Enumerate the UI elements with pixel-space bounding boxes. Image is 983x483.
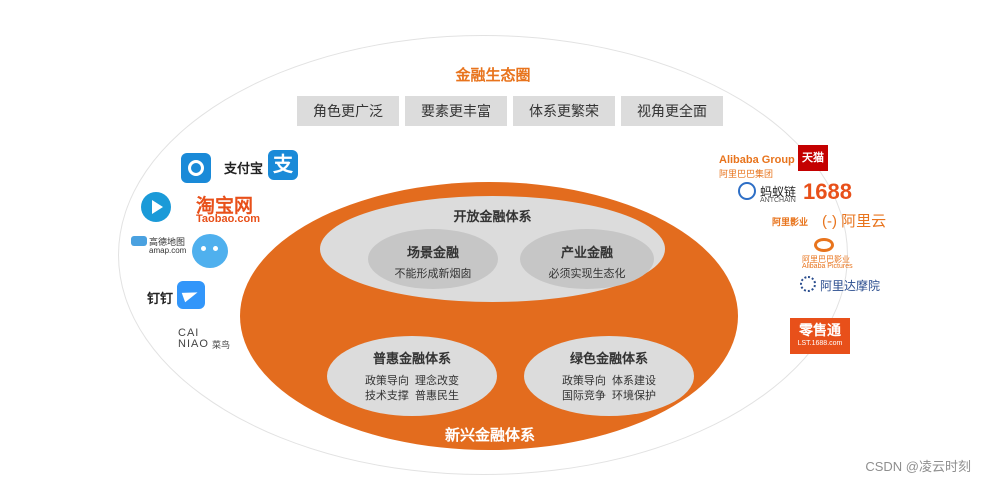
eleme-logo [181,153,211,183]
dingtalk-icon [177,281,205,309]
wing-icon [181,287,200,303]
emerging-finance-label: 新兴金融体系 [444,427,535,444]
mascot-eye-right [213,246,218,251]
alibaba-pictures-en: Alibaba Pictures [802,263,853,270]
green-finance-line2: 国际竞争 环境保护 [561,390,657,402]
watermark: CSDN @凌云时刻 [865,459,971,474]
cainiao-cn: 菜鸟 [212,340,231,350]
amap-icon [131,236,147,246]
taobao-logo-en: Taobao.com [196,213,260,225]
alibaba-pictures-icon [814,238,834,252]
tmall-logo: 天猫 [798,145,828,171]
diagram-title: 金融生态圈 [455,67,531,84]
industry-finance-ellipse [520,229,654,289]
qq-mascot-icon [192,234,228,268]
pill-elements: 要素更丰富 [405,96,507,126]
inclusive-finance-line2: 技术支撑 普惠民生 [364,390,460,402]
eleme-icon [188,160,204,176]
open-finance-title: 开放金融体系 [453,209,532,224]
lst-label: 零售通 [799,322,841,338]
antchain-label: 蚂蚁链 [760,185,797,199]
scene-finance-desc: 不能形成新烟囱 [394,268,472,280]
scene-finance-ellipse [368,229,498,289]
taobao-logo-cn: 淘宝网 [196,196,254,217]
damo-label: 阿里达摩院 [820,279,881,293]
dingtalk-label: 钉钉 [147,291,174,306]
alipay-icon: 支 [268,150,298,180]
alibaba-pictures-cn: 阿里巴巴影业 [802,255,850,264]
antchain-en: ANTCHAIN [760,197,796,204]
play-icon [152,200,163,214]
damo-icon [800,276,816,292]
green-finance-ellipse [524,336,694,416]
alipay-label: 支付宝 [224,161,264,176]
amap-label-cn: 高德地图 [149,237,186,247]
pill-system: 体系更繁荣 [513,96,615,126]
mascot-eye-left [201,246,206,251]
aliyun-logo: (-) 阿里云 [822,213,887,230]
pill-perspective: 视角更全面 [621,96,723,126]
cainiao-bottom: NIAO [178,338,209,350]
ali-pictures-tag: 阿里影业 [772,217,809,227]
industry-finance-desc: 必须实现生态化 [548,268,626,280]
cainiao-top: CAI [178,327,200,339]
logo-1688: 1688 [803,179,852,204]
inclusive-finance-title: 普惠金融体系 [372,351,451,366]
industry-finance-title: 产业金融 [560,245,613,260]
alibaba-group-cn: 阿里巴巴集团 [719,169,774,179]
antchain-icon [738,182,756,200]
amap-label-en: amap.com [149,246,187,255]
inclusive-finance-ellipse [327,336,497,416]
alibaba-group-en: Alibaba Group [719,154,795,166]
scene-finance-title: 场景金融 [406,245,459,260]
pill-roles: 角色更广泛 [297,96,399,126]
lst-logo [790,318,850,354]
green-finance-line1: 政策导向 体系建设 [561,375,657,387]
inclusive-finance-line1: 政策导向 理念改变 [364,375,460,387]
lst-url: LST.1688.com [797,340,843,347]
green-finance-title: 绿色金融体系 [569,351,648,366]
youku-logo [141,192,171,222]
